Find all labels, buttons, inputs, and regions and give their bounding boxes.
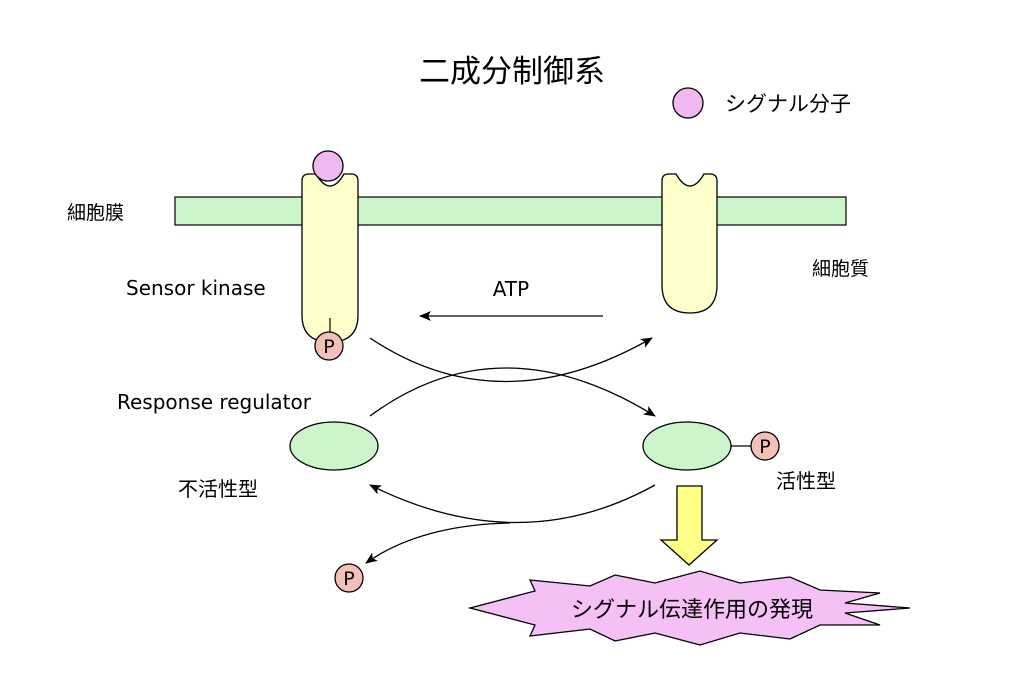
cell-membrane xyxy=(174,196,847,226)
phosphate-regulator-label: P xyxy=(759,436,770,458)
phosphate-kinase-icon xyxy=(314,331,344,361)
response-regulator-label: Response regulator xyxy=(117,390,312,414)
phosphotransfer-lower-arrow xyxy=(369,367,656,417)
sensor-kinase-left xyxy=(301,173,359,343)
response-regulator-inactive xyxy=(289,421,379,471)
cytoplasm-label: 細胞質 xyxy=(812,258,869,280)
output-label: シグナル伝達作用の発現 xyxy=(571,598,813,623)
membrane-label: 細胞膜 xyxy=(67,202,124,224)
phosphate-regulator-icon xyxy=(750,431,780,461)
dephosphorylation-arrow xyxy=(369,484,656,524)
signal-output-burst xyxy=(467,570,911,646)
active-label: 活性型 xyxy=(776,469,836,493)
signal-molecule-label: シグナル分子 xyxy=(725,92,851,116)
phosphate-released-label: P xyxy=(343,568,354,590)
phosphotransfer-upper-arrow xyxy=(369,337,653,383)
output-down-arrow-icon xyxy=(659,485,719,566)
response-regulator-active xyxy=(642,421,732,471)
sensor-kinase-right xyxy=(661,173,718,314)
phosphate-released-icon xyxy=(334,563,364,593)
signal-molecule-legend-icon xyxy=(672,87,704,119)
bound-signal-molecule-icon xyxy=(312,150,344,182)
page-title: 二成分制御系 xyxy=(419,54,605,90)
phosphate-release-arrow xyxy=(365,522,511,564)
sensor-kinase-label: Sensor kinase xyxy=(126,276,266,300)
inactive-label: 不活性型 xyxy=(178,477,258,501)
atp-label: ATP xyxy=(493,277,529,301)
phosphate-kinase-label: P xyxy=(323,336,334,358)
